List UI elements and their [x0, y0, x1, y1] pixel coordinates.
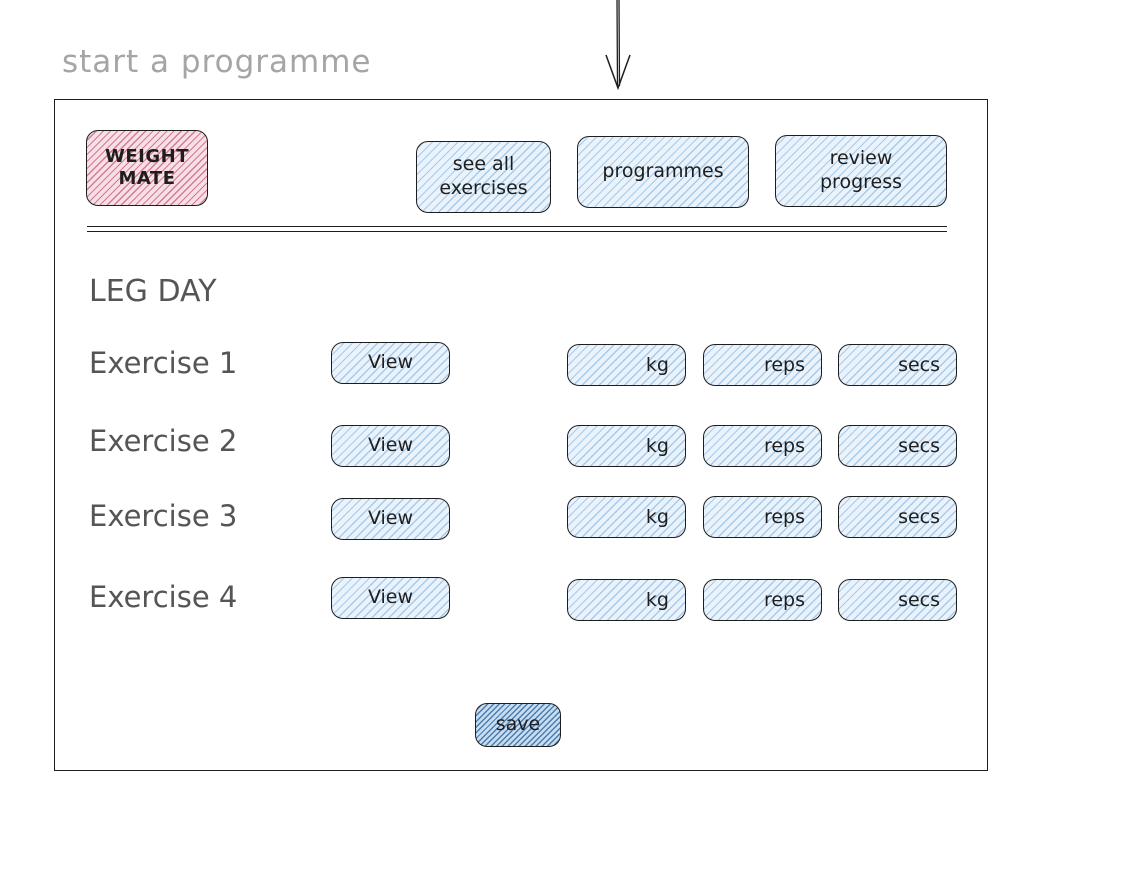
nav-button-see-all-exercises[interactable]: see all exercises [416, 141, 551, 213]
flow-arrow-icon [605, 0, 631, 91]
nav-button-review-progress[interactable]: review progress [775, 135, 947, 207]
reps-input[interactable]: reps [703, 344, 822, 386]
exercise-label: Exercise 2 [89, 424, 238, 458]
exercise-label: Exercise 4 [89, 580, 238, 614]
kg-input[interactable]: kg [567, 579, 686, 621]
secs-input[interactable]: secs [838, 344, 957, 386]
view-exercise-button[interactable]: View [331, 577, 450, 619]
reps-input[interactable]: reps [703, 579, 822, 621]
secs-input[interactable]: secs [838, 496, 957, 538]
kg-input[interactable]: kg [567, 425, 686, 467]
kg-input[interactable]: kg [567, 496, 686, 538]
exercise-label: Exercise 3 [89, 499, 238, 533]
header-divider [87, 226, 947, 227]
nav-button-label-line-1: see all [452, 153, 515, 176]
logo-line-1: WEIGHT [105, 145, 189, 167]
save-button[interactable]: save [475, 703, 561, 747]
view-exercise-button[interactable]: View [331, 342, 450, 384]
exercise-label: Exercise 1 [89, 346, 238, 380]
app-frame [54, 99, 988, 771]
nav-button-label-line-1: programmes [602, 160, 724, 183]
secs-input[interactable]: secs [838, 579, 957, 621]
nav-button-label-line-1: review [829, 147, 893, 170]
page-title: start a programme [62, 44, 372, 80]
app-logo: WEIGHT MATE [86, 130, 208, 206]
view-exercise-button[interactable]: View [331, 498, 450, 540]
reps-input[interactable]: reps [703, 496, 822, 538]
nav-button-label-line-2: progress [819, 171, 903, 193]
logo-line-2: MATE [118, 168, 176, 189]
section-title: LEG DAY [89, 274, 217, 309]
header-divider [87, 231, 947, 232]
kg-input[interactable]: kg [567, 344, 686, 386]
nav-button-label-line-2: exercises [439, 177, 528, 199]
view-exercise-button[interactable]: View [331, 425, 450, 467]
secs-input[interactable]: secs [838, 425, 957, 467]
nav-button-programmes[interactable]: programmes [577, 136, 749, 208]
reps-input[interactable]: reps [703, 425, 822, 467]
